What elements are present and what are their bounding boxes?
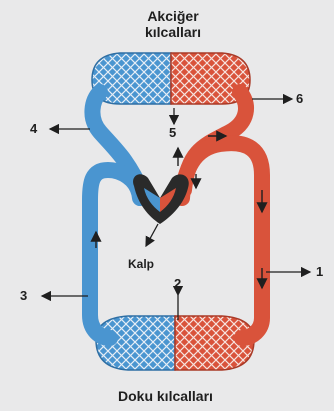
heart — [133, 174, 189, 224]
aorta — [182, 143, 262, 338]
vena-cava — [90, 170, 140, 338]
tissue-capillaries — [96, 316, 254, 370]
lung-label-line1: Akciğer — [133, 8, 213, 24]
heart-label: Kalp — [128, 257, 154, 271]
tissue-capillaries-label: Doku kılcalları — [118, 388, 213, 404]
marker-3: 3 — [20, 288, 27, 303]
lung-capillaries-label: Akciğer kılcalları — [133, 8, 213, 40]
marker-5: 5 — [169, 125, 176, 140]
marker-4: 4 — [30, 121, 37, 136]
marker-2: 2 — [174, 276, 181, 291]
lung-capillaries — [92, 53, 250, 104]
lung-label-line2: kılcalları — [133, 24, 213, 40]
marker-1: 1 — [316, 264, 323, 279]
marker-6: 6 — [296, 91, 303, 106]
